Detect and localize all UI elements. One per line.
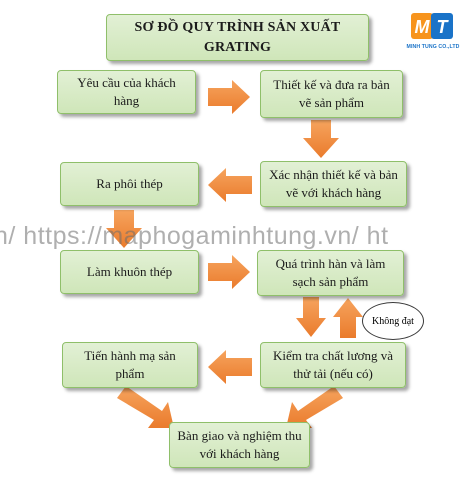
arrow-design-to-confirm (303, 120, 339, 158)
arrow-weld-to-inspect (296, 297, 326, 337)
arrow-inspect-to-handover (286, 386, 343, 428)
node-blank: Ra phôi thép (60, 162, 199, 206)
arrow-request-to-design (208, 80, 250, 114)
arrow-inspect-to-plating (208, 350, 252, 384)
svg-text:M: M (415, 17, 431, 37)
logo-company-name: MINH TUNG CO.,LTD (406, 44, 460, 50)
minh-tung-logo: M T MINH TUNG CO.,LTD (406, 4, 460, 58)
diagram-title: SƠ ĐỒ QUY TRÌNH SẢN XUẤT GRATING (106, 14, 369, 61)
node-mold-label: Làm khuôn thép (86, 264, 173, 279)
node-design: Thiết kế và đưa ra bản vẽ sản phẩm (260, 70, 403, 118)
node-design-label: Thiết kế và đưa ra bản vẽ sản phẩm (273, 77, 390, 110)
diagram-title-text: SƠ ĐỒ QUY TRÌNH SẢN XUẤT GRATING (134, 19, 341, 55)
node-inspect-label: Kiểm tra chất lương và thử tải (nếu có) (272, 348, 394, 381)
node-customer-request-label: Yêu cầu của khách hàng (77, 75, 176, 108)
node-plating-label: Tiến hành mạ sản phẩm (84, 348, 176, 381)
arrow-inspect-to-weld (333, 298, 363, 338)
svg-text:T: T (437, 17, 450, 37)
node-plating: Tiến hành mạ sản phẩm (62, 342, 198, 388)
logo-mt-icon: M T (409, 11, 455, 41)
node-handover-label: Bàn giao và nghiệm thu với khách hàng (177, 428, 302, 461)
node-handover: Bàn giao và nghiệm thu với khách hàng (169, 422, 310, 468)
node-customer-request: Yêu cầu của khách hàng (57, 70, 196, 114)
callout-not-passed-label: Không đạt (372, 316, 414, 327)
arrow-blank-to-mold (106, 210, 142, 248)
arrow-confirm-to-blank (208, 168, 252, 202)
node-weld-label: Quá trình hàn và làm sạch sản phẩm (275, 256, 386, 289)
node-inspect: Kiểm tra chất lương và thử tải (nếu có) (260, 342, 406, 388)
node-weld: Quá trình hàn và làm sạch sản phẩm (257, 250, 404, 296)
node-blank-label: Ra phôi thép (96, 176, 163, 191)
callout-not-passed: Không đạt (362, 302, 424, 340)
watermark-url: n/ https://maphogaminhtung.vn/ ht (0, 222, 389, 250)
node-confirm-label: Xác nhận thiết kế và bản vẽ với khách hà… (269, 167, 398, 200)
arrow-plating-to-handover (117, 386, 174, 428)
node-confirm: Xác nhận thiết kế và bản vẽ với khách hà… (260, 161, 407, 207)
arrow-mold-to-weld (208, 255, 250, 289)
node-mold: Làm khuôn thép (60, 250, 199, 294)
